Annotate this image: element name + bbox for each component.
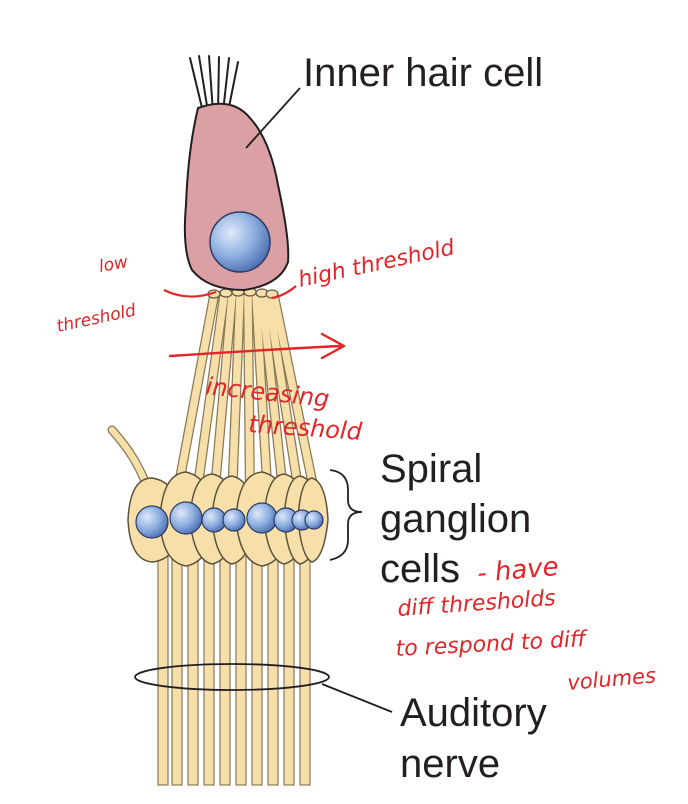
spiral-label: Spiral: [380, 447, 482, 491]
auditory-nerve-fibers: [157, 539, 311, 786]
hair-cell-leader: [245, 87, 301, 149]
high-threshold-note: high threshold: [296, 235, 458, 293]
note-line-4: volumes: [566, 663, 657, 695]
ganglion-brace: [329, 469, 363, 561]
inner-hair-cell-label: Inner hair cell: [303, 51, 543, 95]
ganglion-nuclei: [135, 501, 324, 539]
note-line-2: diff thresholds: [397, 586, 557, 622]
handwritten-annotations: low threshold high threshold increasing …: [55, 235, 657, 695]
nerve-bundle-ring: [134, 663, 330, 691]
hair-cell-nucleus: [209, 211, 271, 273]
low-threshold-pointer: [163, 289, 217, 298]
low-threshold-note-1: low: [97, 252, 129, 277]
auditory-label: Auditory: [400, 691, 547, 735]
high-threshold-pointer: [271, 285, 297, 300]
nerve-leader: [321, 683, 393, 713]
note-line-3: to respond to diff: [395, 627, 589, 662]
increasing-threshold-arrow: [168, 332, 346, 360]
cells-label: cells: [380, 547, 460, 591]
note-line-1: - have: [476, 552, 560, 589]
dendrite-fibers: [171, 291, 321, 505]
low-threshold-note-2: threshold: [55, 301, 138, 337]
ganglion-label: ganglion: [380, 497, 531, 541]
nerve-label: nerve: [400, 742, 500, 786]
